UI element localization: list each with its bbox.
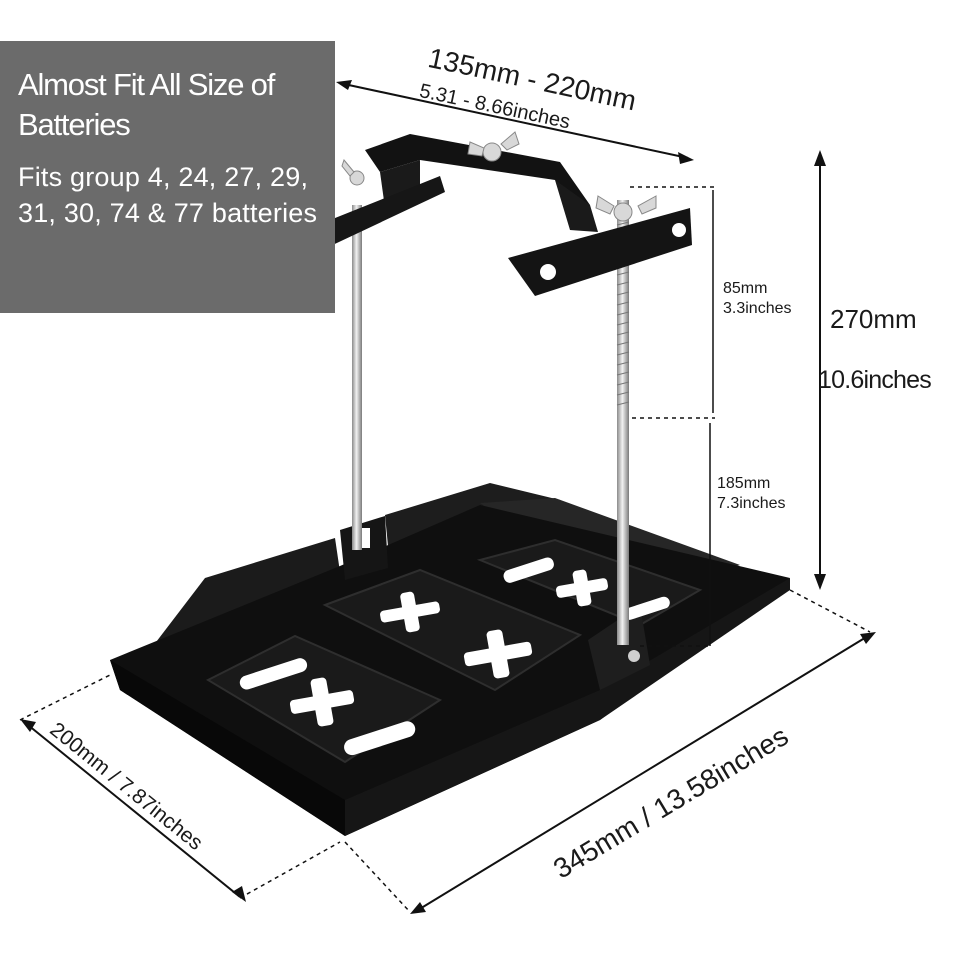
- tray-cutouts: [239, 557, 670, 756]
- upper-height-mm-label: 85mm: [723, 280, 768, 297]
- wing-nut-icon: [341, 158, 365, 186]
- info-title: Almost Fit All Size of Batteries: [18, 67, 275, 142]
- plus-cutout-icon: [289, 677, 355, 727]
- wing-nut-icon: [467, 131, 520, 162]
- plus-cutout-icon: [463, 629, 533, 679]
- plus-cutout-icon: [555, 569, 609, 607]
- upper-height-in-label: 3.3inches: [723, 300, 792, 317]
- bolt-icon: [628, 650, 640, 662]
- dimension-lines: [20, 80, 876, 914]
- total-height-in-label: 10.6inches: [818, 366, 932, 394]
- lower-height-in-label: 7.3inches: [717, 495, 786, 512]
- total-height-mm-label: 270mm: [830, 304, 917, 334]
- info-box: Almost Fit All Size of Batteries Fits gr…: [0, 41, 335, 313]
- lower-height-mm-label: 185mm: [717, 475, 771, 492]
- info-subtitle: Fits group 4, 24, 27, 29, 31, 30, 74 & 7…: [18, 162, 318, 228]
- wing-nut-icon: [595, 195, 657, 222]
- extension-lines: [19, 186, 871, 913]
- plus-cutout-icon: [380, 591, 440, 633]
